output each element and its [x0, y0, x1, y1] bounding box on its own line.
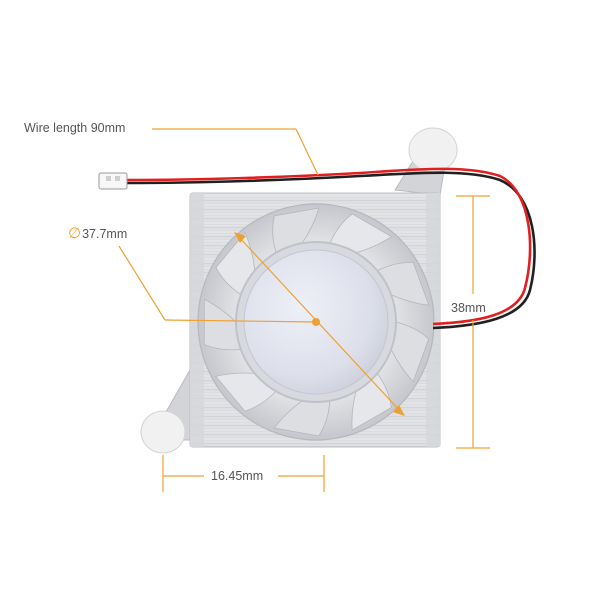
wire-length-text: Wire length 90mm	[24, 121, 126, 135]
fan-blade	[272, 207, 320, 254]
width-text: 16.45mm	[211, 469, 264, 483]
heatsink-fin	[189, 440, 441, 447]
wire-length-leader	[295, 128, 319, 176]
fan-blade	[390, 321, 430, 383]
wire-length-label: Wire length 90mm	[24, 122, 125, 135]
fan-blade	[329, 213, 393, 254]
diameter-leader	[118, 245, 166, 321]
fan-blades	[203, 207, 430, 437]
mounting-pin-top	[408, 127, 458, 173]
wire-connector-pin	[115, 176, 120, 181]
mounting-pins	[140, 127, 458, 454]
height-label: 38mm	[451, 302, 486, 315]
diameter-line	[237, 235, 402, 413]
diameter-label: ∅37.7mm	[68, 226, 127, 241]
fan-blade	[215, 232, 256, 296]
wire-connector-pin	[106, 176, 111, 181]
wire-black	[126, 171, 536, 330]
width-label: 16.45mm	[211, 470, 263, 483]
wire-connector	[98, 172, 128, 190]
dimension-markers	[234, 232, 405, 416]
heatsink-fin	[189, 197, 441, 204]
fan-wires	[98, 167, 536, 330]
fan	[197, 203, 435, 441]
fan-blade	[203, 298, 242, 351]
diameter-arrow-end	[393, 405, 405, 416]
wire-red	[126, 167, 532, 326]
fan-blade	[215, 372, 277, 412]
fan-blade	[376, 262, 430, 306]
height-text: 38mm	[451, 301, 486, 315]
diameter-leader	[164, 319, 317, 323]
dimension-annotations	[118, 128, 490, 492]
diameter-icon: ∅	[68, 225, 82, 242]
fan-center-dot	[312, 318, 320, 326]
diameter-arrow-start	[234, 232, 246, 243]
mounting-pin-bottom	[140, 410, 186, 454]
diameter-text: 37.7mm	[82, 227, 128, 241]
fan-blade	[273, 400, 331, 437]
